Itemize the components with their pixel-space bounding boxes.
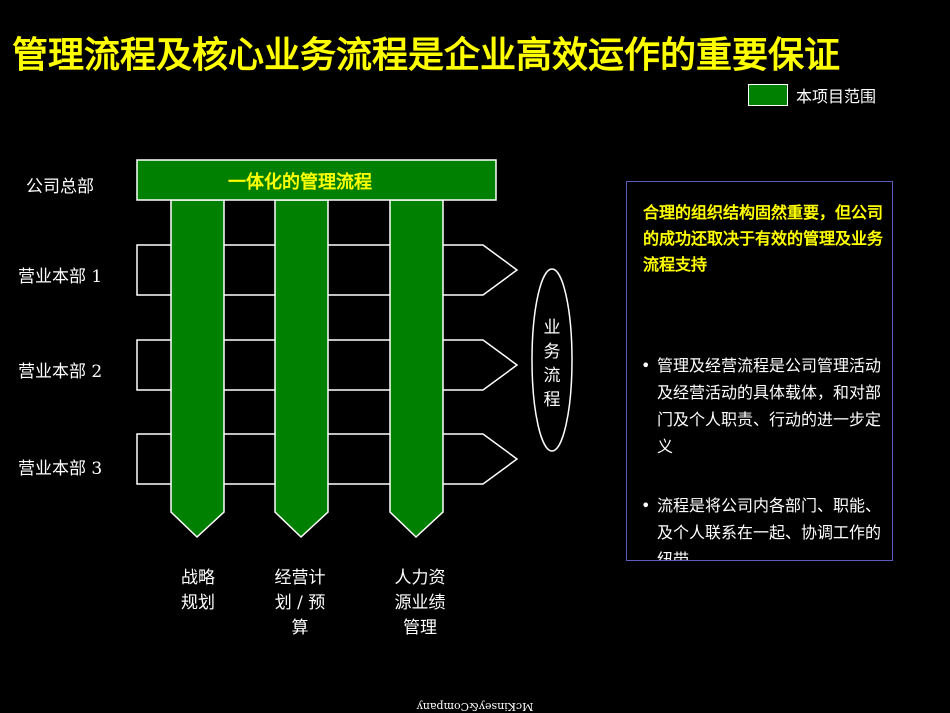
process-label-budget: 经营计 划 / 预 算 <box>264 566 336 641</box>
row-label-division-3: 营业本部 3 <box>18 459 103 479</box>
legend: 本项目范围 <box>748 84 876 106</box>
info-bullet-2: • 流程是将公司内各部门、职能、及个人联系在一起、协调工作的纽带 <box>641 492 886 561</box>
company-logo: McKinsey&Company <box>416 700 534 713</box>
business-process-text: 业务流程 <box>543 318 561 410</box>
process-label-line: 划 / 预 <box>274 593 326 613</box>
process-label-strategy: 战略 规划 <box>162 566 234 616</box>
process-arrow-strategy <box>170 199 225 539</box>
bullet-dot-icon: • <box>641 496 651 515</box>
process-label-line: 管理 <box>403 618 437 638</box>
info-bullet-1: • 管理及经营流程是公司管理活动及经营活动的具体载体，和对部门及个人职责、行动的… <box>641 352 886 460</box>
process-label-line: 源业绩 <box>394 593 446 613</box>
integrated-management-bar <box>136 159 497 201</box>
business-process-ellipse <box>531 268 573 452</box>
info-bullet-text: 管理及经营流程是公司管理活动及经营活动的具体载体，和对部门及个人职责、行动的进一… <box>657 356 882 456</box>
process-label-line: 战略 <box>181 568 215 588</box>
business-process-label: 业务流程 <box>541 316 563 412</box>
bullet-dot-icon: • <box>641 356 651 375</box>
process-label-line: 经营计 <box>274 568 326 588</box>
legend-swatch <box>748 84 788 106</box>
row-label-division-2: 营业本部 2 <box>18 362 103 382</box>
info-box-heading: 合理的组织结构固然重要，但公司的成功还取决于有效的管理及业务流程支持 <box>643 203 884 274</box>
process-label-line: 算 <box>291 618 309 638</box>
process-arrow-hr <box>389 199 444 539</box>
info-bullet-text: 流程是将公司内各部门、职能、及个人联系在一起、协调工作的纽带 <box>657 496 882 561</box>
process-label-line: 人力资 <box>394 568 446 588</box>
integrated-management-label: 一体化的管理流程 <box>228 171 372 193</box>
row-label-headquarters: 公司总部 <box>26 177 94 197</box>
page-title: 管理流程及核心业务流程是企业高效运作的重要保证 <box>12 35 841 76</box>
process-label-hr: 人力资 源业绩 管理 <box>384 566 456 641</box>
process-arrow-budget <box>274 199 329 539</box>
process-label-line: 规划 <box>181 593 215 613</box>
legend-label: 本项目范围 <box>796 87 877 106</box>
info-box: 合理的组织结构固然重要，但公司的成功还取决于有效的管理及业务流程支持 • 管理及… <box>626 181 893 561</box>
row-label-division-1: 营业本部 1 <box>18 267 103 287</box>
